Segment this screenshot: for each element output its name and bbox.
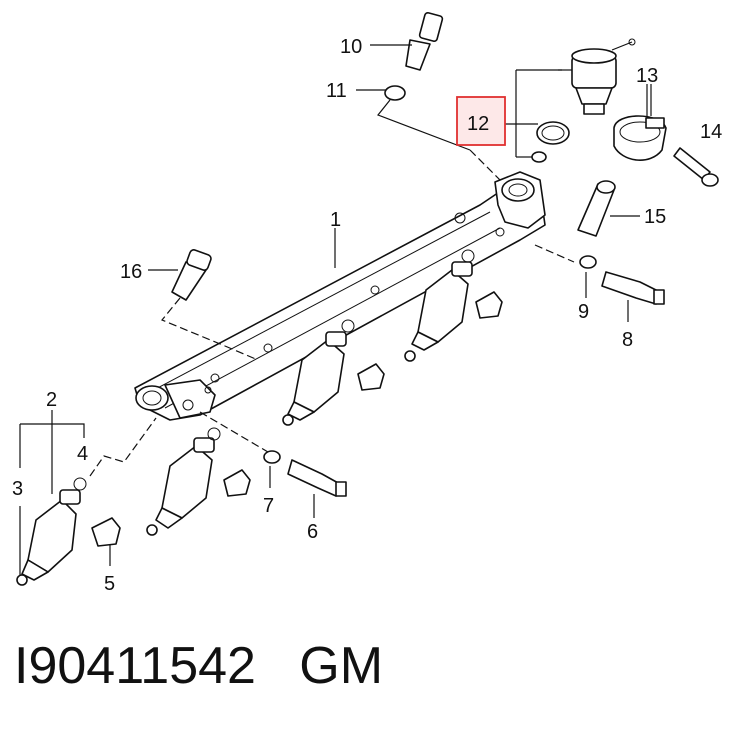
injector-3 <box>282 319 355 426</box>
highlight-box-12 <box>456 96 506 146</box>
regulator-clamp <box>613 115 667 161</box>
callout-14: 14 <box>700 121 722 143</box>
callout-1: 1 <box>330 209 341 231</box>
callout-3: 3 <box>12 478 23 500</box>
clamp-bolt <box>673 147 719 187</box>
seal-7 <box>263 450 281 464</box>
callout-9: 9 <box>578 301 589 323</box>
injector-1 <box>16 477 87 586</box>
callout-7: 7 <box>263 495 274 517</box>
callout-5: 5 <box>104 573 115 595</box>
callout-15: 15 <box>644 206 666 228</box>
rail-bolt <box>171 249 212 301</box>
pressure-regulator <box>571 38 636 115</box>
sensor-6 <box>287 459 347 497</box>
part-caption: I90411542 GM <box>14 636 383 696</box>
valve-seal-11 <box>384 85 406 101</box>
callout-6: 6 <box>307 521 318 543</box>
leader-lines <box>19 44 652 576</box>
o-ring-small-12 <box>531 151 547 163</box>
part-number: I90411542 <box>14 637 256 695</box>
injector-clip-3 <box>357 363 385 391</box>
callout-8: 8 <box>622 329 633 351</box>
callout-10: 10 <box>340 36 362 58</box>
callout-11: 11 <box>326 80 347 102</box>
callout-13: 13 <box>636 65 658 87</box>
callout-16: 16 <box>120 261 142 283</box>
callout-12: 12 <box>467 113 489 135</box>
injector-4 <box>404 249 475 362</box>
sensor-8 <box>601 271 665 305</box>
seal-9 <box>579 255 597 269</box>
injector-clip-5 <box>91 517 121 547</box>
injector-2 <box>146 427 221 536</box>
fitting-15 <box>577 180 616 237</box>
injector-clip-4 <box>475 291 503 319</box>
brand-name: GM <box>299 637 384 695</box>
callout-2: 2 <box>46 389 57 411</box>
o-ring-12 <box>536 121 570 145</box>
injector-clip-2 <box>223 469 251 497</box>
schrader-valve <box>405 11 444 71</box>
callout-4: 4 <box>77 443 88 465</box>
fuel-rail <box>134 171 546 421</box>
